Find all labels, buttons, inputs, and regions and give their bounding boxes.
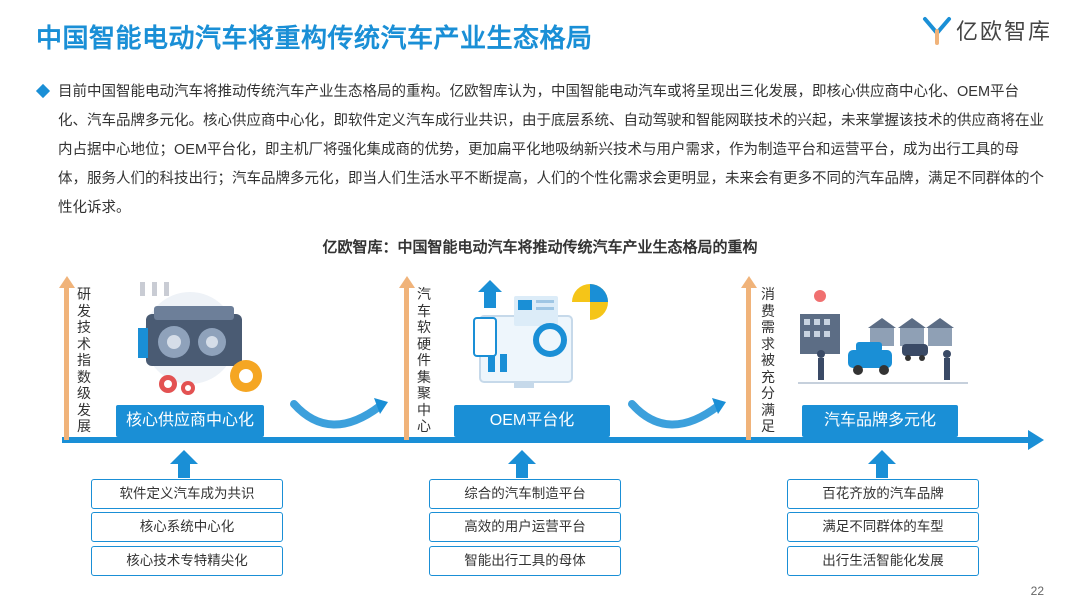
up-arrow-3-icon bbox=[868, 450, 896, 478]
engine-gears-illustration bbox=[138, 282, 262, 395]
curved-arrow-2-icon bbox=[628, 398, 726, 429]
timeline-axis bbox=[62, 437, 1032, 443]
logo: 亿欧智库 bbox=[922, 14, 1052, 46]
vertical-axis-3 bbox=[746, 286, 751, 440]
logo-text: 亿欧智库 bbox=[955, 19, 1052, 44]
stage-2-item-1: 综合的汽车制造平台 bbox=[429, 479, 621, 509]
axis-label-2: 汽车软硬件集聚中心 bbox=[417, 286, 431, 434]
vertical-arrow-2-icon bbox=[398, 276, 415, 288]
stage-1-pill: 核心供应商中心化 bbox=[116, 405, 264, 437]
stage-2-item-3: 智能出行工具的母体 bbox=[429, 546, 621, 576]
vertical-axis-2 bbox=[404, 286, 409, 440]
vertical-arrow-1-icon bbox=[58, 276, 75, 288]
stage-2-pill: OEM平台化 bbox=[454, 405, 610, 437]
curved-arrow-1-icon bbox=[290, 398, 388, 429]
diagram-title: 亿欧智库：中国智能电动汽车将推动传统汽车产业生态格局的重构 bbox=[322, 239, 758, 256]
stage-3-item-1: 百花齐放的汽车品牌 bbox=[787, 479, 979, 509]
axis-label-3: 消费需求被充分满足 bbox=[761, 286, 775, 434]
stage-2-item-2: 高效的用户运营平台 bbox=[429, 512, 621, 542]
stage-3-item-2: 满足不同群体的车型 bbox=[787, 512, 979, 542]
stage-1-item-1: 软件定义汽车成为共识 bbox=[91, 479, 283, 509]
page-number: 22 bbox=[1030, 584, 1044, 598]
axis-label-1: 研发技术指数级发展 bbox=[77, 286, 91, 434]
vertical-axis-1 bbox=[64, 286, 69, 440]
intro-paragraph: 目前中国智能电动汽车将推动传统汽车产业生态格局的重构。亿欧智库认为，中国智能电动… bbox=[58, 84, 1044, 216]
bullet-diamond-icon bbox=[35, 83, 51, 99]
stage-1-item-3: 核心技术专特精尖化 bbox=[91, 546, 283, 576]
oem-dashboard-illustration bbox=[473, 280, 608, 388]
page-title: 中国智能电动汽车将重构传统汽车产业生态格局 bbox=[36, 23, 593, 53]
stage-1-item-2: 核心系统中心化 bbox=[91, 512, 283, 542]
stage-3-pill: 汽车品牌多元化 bbox=[802, 405, 958, 437]
up-arrow-2-icon bbox=[508, 450, 536, 478]
stage-3-item-3: 出行生活智能化发展 bbox=[787, 546, 979, 576]
vertical-arrow-3-icon bbox=[740, 276, 757, 288]
up-arrow-1-icon bbox=[170, 450, 198, 478]
city-cars-illustration bbox=[798, 290, 968, 384]
logo-mark-icon bbox=[922, 17, 951, 45]
timeline-arrow-icon bbox=[1028, 430, 1044, 450]
